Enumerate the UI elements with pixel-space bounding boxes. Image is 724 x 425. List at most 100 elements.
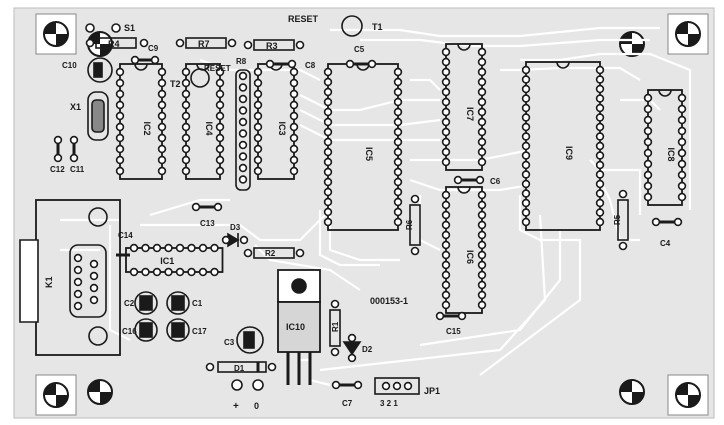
connector-pin xyxy=(89,295,99,305)
resistor-network-pad xyxy=(238,106,248,115)
label-ic4: IC4 xyxy=(204,122,214,136)
label-r8: R8 xyxy=(236,57,247,66)
connector-k1 xyxy=(19,239,39,323)
label-k1: K1 xyxy=(44,276,54,288)
mounting-holes xyxy=(43,21,701,408)
capacitor-pad xyxy=(53,135,63,145)
power-pad-plus xyxy=(231,379,243,391)
label-c16: C16 xyxy=(122,327,137,336)
mounting-hole xyxy=(675,382,701,408)
capacitor-pad xyxy=(191,202,201,212)
connector-pin xyxy=(73,277,83,287)
resistor-r1 xyxy=(329,309,341,347)
label-r4: R4 xyxy=(108,39,120,49)
label-t2: T2 xyxy=(170,79,181,89)
resistor-network-pad xyxy=(238,94,248,104)
label-zero: 0 xyxy=(254,401,259,411)
led-pad xyxy=(221,235,231,245)
capacitor-pad xyxy=(651,217,661,227)
label-r1: R1 xyxy=(331,321,340,332)
label-c9: C9 xyxy=(148,44,159,53)
connector-pin xyxy=(73,265,83,275)
ic-5-package: IC5 xyxy=(323,63,403,231)
label-c7: C7 xyxy=(342,399,353,408)
label-reset-mid: RESET xyxy=(204,64,231,73)
capacitor-pad xyxy=(475,175,485,185)
resistor-network-pad xyxy=(238,175,248,184)
capacitor-c16 xyxy=(134,318,158,342)
ic-7-package: IC7 xyxy=(441,43,487,171)
label-reset-top: RESET xyxy=(288,14,319,24)
resistor-r4 xyxy=(95,37,137,49)
capacitor-pad xyxy=(150,55,160,65)
capacitor-pad xyxy=(353,380,363,390)
label-c4: C4 xyxy=(660,239,671,248)
resistor-r7 xyxy=(185,37,227,49)
ic-3-package: IC3 xyxy=(253,63,299,180)
label-c11: C11 xyxy=(70,165,85,174)
capacitor-pad xyxy=(453,175,463,185)
led-pad xyxy=(347,353,357,363)
capacitor-pad xyxy=(213,202,223,212)
component-pads xyxy=(53,55,683,391)
ic-6-package: IC6 xyxy=(441,186,487,314)
resistor-r6 xyxy=(409,204,421,246)
ic-8-package: IC8 xyxy=(643,89,687,206)
capacitor-pad xyxy=(265,59,275,69)
resistor-network-pad xyxy=(238,117,248,127)
capacitor-pad xyxy=(331,380,341,390)
label-ic6: IC6 xyxy=(465,250,475,264)
capacitor-c3 xyxy=(236,326,264,354)
transistor-t2 xyxy=(190,68,210,88)
power-pad-zero xyxy=(252,379,264,391)
resistor-network-pad xyxy=(238,83,248,92)
label-d3: D3 xyxy=(230,223,241,232)
label-plus: + xyxy=(233,401,239,412)
mounting-hole xyxy=(43,382,69,408)
label-ic5: IC5 xyxy=(364,147,374,161)
label-ic2: IC2 xyxy=(142,122,152,136)
label-r3: R3 xyxy=(266,41,278,51)
ic-9-package: IC9 xyxy=(521,61,605,231)
ic-1-package: IC1 xyxy=(125,243,224,277)
resistor-r2 xyxy=(253,247,295,259)
capacitor-pad xyxy=(367,59,377,69)
connector-pin xyxy=(89,259,99,269)
capacitor-pad xyxy=(435,311,445,321)
label-ic3: IC3 xyxy=(277,122,287,136)
label-c14: C14 xyxy=(118,231,133,240)
regulator-ic10-tab xyxy=(277,269,321,303)
capacitor-pad xyxy=(345,59,355,69)
transistor-t1 xyxy=(341,15,363,37)
jumper-pin xyxy=(381,381,391,391)
jumper-jp1 xyxy=(374,377,420,395)
label-d2: D2 xyxy=(362,345,373,354)
label-r6: R6 xyxy=(405,219,414,230)
resistor-network-pad xyxy=(238,152,248,161)
resistor-network-pad xyxy=(238,163,248,173)
label-c10: C10 xyxy=(62,61,77,70)
connector-pin xyxy=(73,253,83,263)
connector-pin xyxy=(73,289,83,299)
label-c1: C1 xyxy=(192,299,203,308)
capacitor-pad xyxy=(69,135,79,145)
connector-pin xyxy=(73,301,83,311)
resistor-network-pad xyxy=(238,140,248,150)
traces xyxy=(60,26,692,387)
silkscreen-labels: RESET S1 T1 R4 R7 R3 C9 C5 C8 C10 RESET … xyxy=(44,14,671,412)
mounting-hole xyxy=(619,379,645,405)
components xyxy=(19,15,678,395)
label-c5: C5 xyxy=(354,45,365,54)
crystal-x1 xyxy=(87,91,109,141)
capacitor-c2 xyxy=(134,291,158,315)
label-ic1: IC1 xyxy=(160,256,174,266)
resistor-network-pad xyxy=(238,71,248,81)
label-ic10: IC10 xyxy=(286,322,305,332)
resistor-network-pad xyxy=(238,129,248,138)
capacitor-pad xyxy=(457,311,467,321)
label-jp1-pins: 3 2 1 xyxy=(380,399,398,408)
label-ic8: IC8 xyxy=(666,148,676,162)
resistor-network-r8 xyxy=(235,69,251,191)
